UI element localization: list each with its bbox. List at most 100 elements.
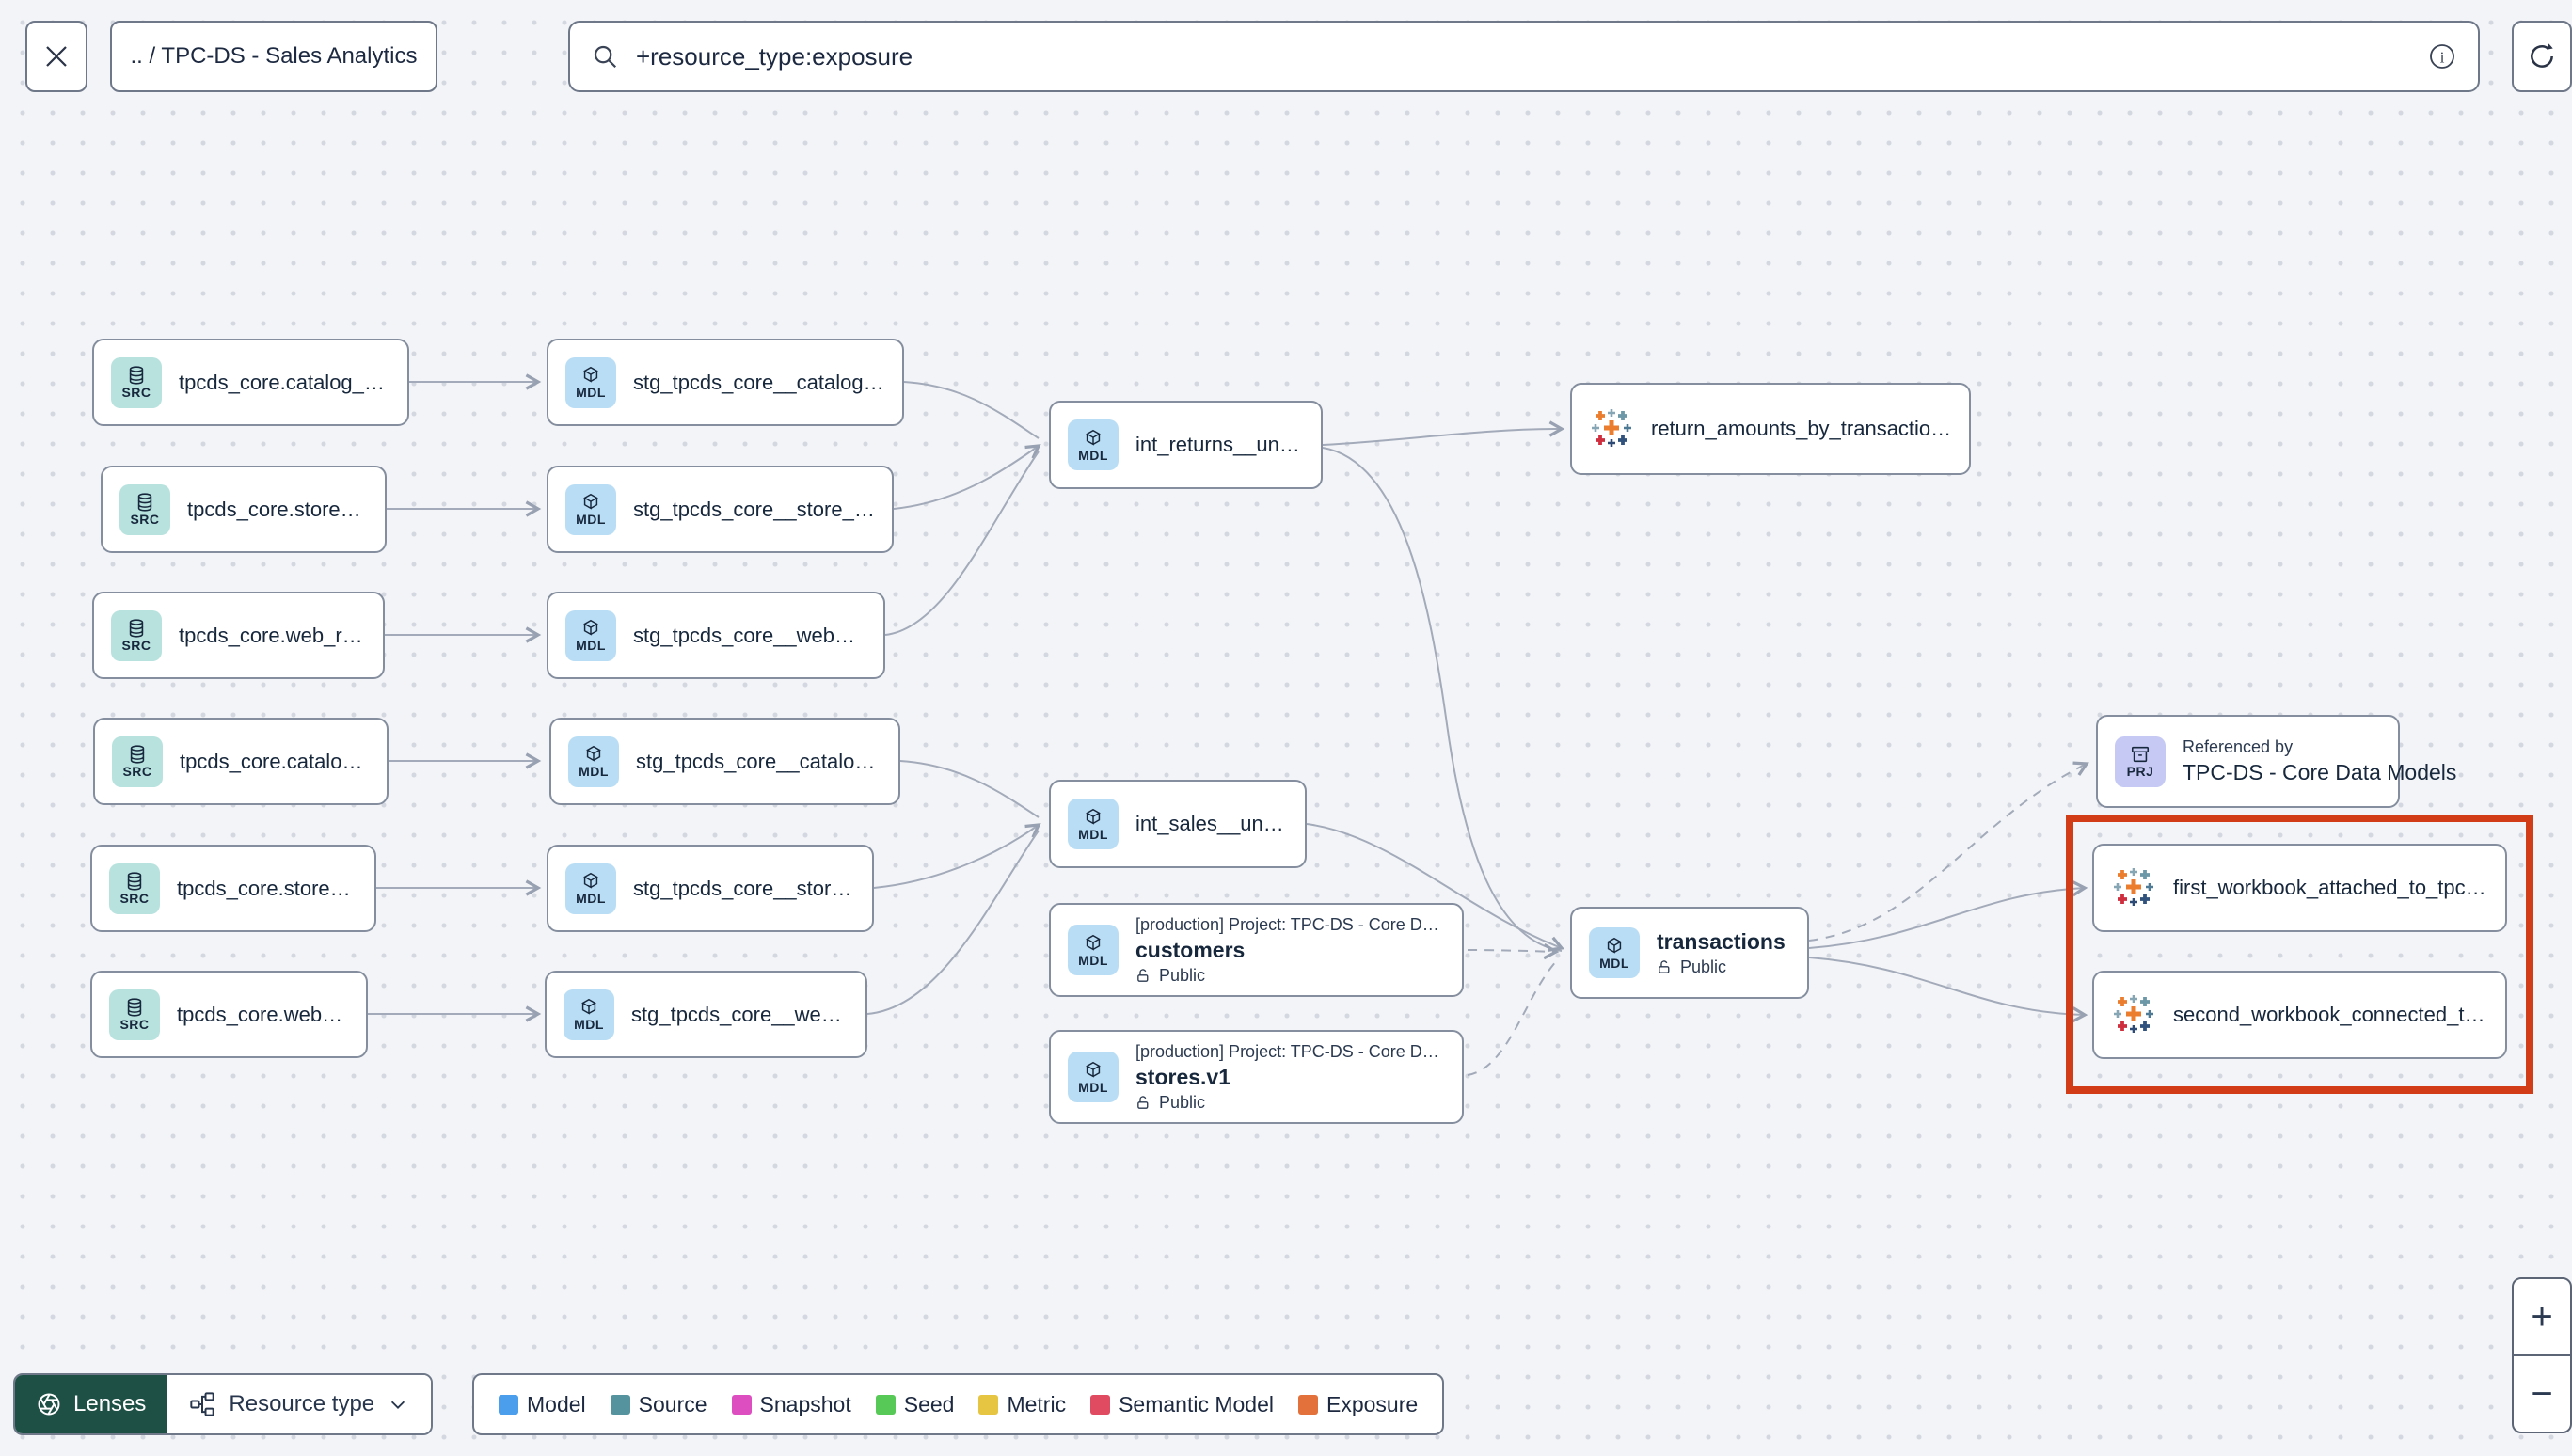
access-label: Public — [1680, 957, 1727, 976]
node-label: stores.v1 — [1135, 1064, 1231, 1089]
lenses-button[interactable]: Lenses — [15, 1375, 167, 1433]
referenced-by-label: Referenced by — [2183, 737, 2294, 756]
access-label: Public — [1159, 1092, 1206, 1112]
model-badge: MDL — [1068, 1052, 1119, 1102]
badge-label: MDL — [1078, 952, 1108, 968]
node-exposure-first-workbook[interactable]: first_workbook_attached_to_tpc-ds_-_… — [2092, 844, 2507, 932]
info-icon[interactable]: i — [2427, 41, 2457, 71]
model-badge: MDL — [565, 609, 616, 661]
legend-item-source: Source — [610, 1392, 707, 1417]
node-label: stg_tpcds_core__store_returns — [633, 497, 875, 521]
tableau-icon — [2111, 865, 2156, 910]
badge-label: SRC — [119, 1017, 150, 1032]
source-badge: SRC — [112, 736, 163, 787]
node-project-label: [production] Project: TPC-DS - Core Data… — [1135, 1041, 1445, 1061]
badge-label: MDL — [1599, 955, 1629, 971]
badge-label: SRC — [122, 764, 152, 779]
node-label: tpcds_core.web_returns — [179, 623, 366, 647]
node-stg-catalog-sales[interactable]: MDL stg_tpcds_core__catalog_sales — [549, 718, 900, 805]
access-row: Public — [1135, 966, 1445, 986]
node-stg-web-returns[interactable]: MDL stg_tpcds_core__web_returns — [547, 592, 885, 679]
node-stg-web-sales[interactable]: MDL stg_tpcds_core__web_sales — [545, 971, 867, 1058]
node-int-sales-unioned[interactable]: MDL int_sales__unioned — [1049, 780, 1307, 868]
model-badge: MDL — [564, 989, 614, 1040]
node-label: stg_tpcds_core__catalog_sales — [636, 749, 881, 773]
legend-label: Seed — [903, 1391, 955, 1416]
badge-label: MDL — [1078, 826, 1108, 842]
legend-item-metric: Metric — [978, 1392, 1066, 1417]
zoom-controls: + − — [2512, 1277, 2572, 1433]
legend-swatch — [875, 1394, 896, 1415]
model-badge: MDL — [1068, 419, 1119, 470]
node-stg-catalog-returns[interactable]: MDL stg_tpcds_core__catalog_returns — [547, 339, 904, 426]
breadcrumb-label: .. / TPC-DS - Sales Analytics — [130, 43, 418, 69]
unlock-icon — [1135, 968, 1151, 984]
node-label: stg_tpcds_core__web_sales — [631, 1002, 849, 1026]
badge-label: PRJ — [2126, 764, 2154, 779]
node-stores-v1[interactable]: MDL [production] Project: TPC-DS - Core … — [1049, 1030, 1464, 1124]
badge-label: MDL — [1078, 447, 1108, 463]
close-button[interactable] — [25, 21, 87, 92]
node-label: stg_tpcds_core__web_returns — [633, 623, 866, 647]
node-label: tpcds_core.store_returns — [187, 497, 368, 521]
zoom-in-button[interactable]: + — [2514, 1279, 2570, 1356]
tableau-icon — [2111, 992, 2156, 1037]
refresh-button[interactable] — [2512, 21, 2572, 92]
node-label: second_workbook_connected_to_live… — [2173, 1003, 2488, 1026]
node-source-web-sales[interactable]: SRC tpcds_core.web_sales — [90, 971, 368, 1058]
source-badge: SRC — [119, 483, 170, 535]
node-source-store-returns[interactable]: SRC tpcds_core.store_returns — [101, 466, 387, 553]
node-stg-store-sales[interactable]: MDL stg_tpcds_core__store_sales — [547, 845, 874, 932]
legend-swatch — [499, 1394, 518, 1415]
node-label: first_workbook_attached_to_tpc-ds_-_… — [2173, 876, 2488, 899]
breadcrumb[interactable]: .. / TPC-DS - Sales Analytics — [110, 21, 437, 92]
resource-type-legend: Model Source Snapshot Seed Metric Semant… — [472, 1373, 1445, 1435]
database-icon — [126, 365, 147, 386]
node-int-returns-unioned[interactable]: MDL int_returns__unioned — [1049, 401, 1323, 489]
archive-icon — [2130, 744, 2151, 765]
legend-item-snapshot: Snapshot — [731, 1392, 851, 1417]
source-badge: SRC — [111, 356, 162, 408]
node-source-catalog-sales[interactable]: SRC tpcds_core.catalog_sales — [93, 718, 389, 805]
cube-icon — [579, 997, 599, 1018]
node-referenced-by-project[interactable]: PRJ Referenced by TPC-DS - Core Data Mod… — [2096, 715, 2456, 808]
legend-swatch — [1090, 1394, 1111, 1415]
node-label: tpcds_core.web_sales — [177, 1002, 349, 1026]
search-input[interactable] — [634, 40, 2412, 72]
node-source-catalog-returns[interactable]: SRC tpcds_core.catalog_returns — [92, 339, 409, 426]
source-badge: SRC — [111, 609, 162, 661]
node-transactions[interactable]: MDL transactions Public — [1570, 907, 1809, 999]
node-exposure-return-amounts[interactable]: return_amounts_by_transaction_type — [1570, 383, 1971, 475]
cube-icon — [1083, 933, 1103, 954]
badge-label: SRC — [121, 638, 151, 653]
badge-label: MDL — [576, 512, 606, 527]
legend-swatch — [610, 1394, 630, 1415]
model-badge: MDL — [565, 483, 616, 535]
node-source-store-sales[interactable]: SRC tpcds_core.store_sales — [90, 845, 376, 932]
search-bar[interactable]: i — [568, 21, 2480, 92]
resource-type-icon — [189, 1391, 215, 1417]
node-label: customers — [1135, 937, 1246, 962]
database-icon — [127, 744, 148, 765]
node-customers[interactable]: MDL [production] Project: TPC-DS - Core … — [1049, 903, 1464, 997]
cube-icon — [1083, 428, 1103, 449]
access-row: Public — [1135, 1093, 1445, 1113]
node-source-web-returns[interactable]: SRC tpcds_core.web_returns — [92, 592, 385, 679]
badge-label: MDL — [579, 764, 609, 779]
chevron-down-icon — [388, 1394, 408, 1415]
database-icon — [124, 997, 145, 1018]
aperture-icon — [36, 1391, 62, 1417]
resource-type-selector[interactable]: Resource type — [167, 1375, 432, 1433]
unlock-icon — [1135, 1095, 1151, 1111]
model-badge: MDL — [1589, 927, 1640, 978]
node-exposure-second-workbook[interactable]: second_workbook_connected_to_live… — [2092, 971, 2507, 1059]
legend-label: Model — [527, 1391, 586, 1416]
model-badge: MDL — [1068, 799, 1119, 849]
close-icon — [42, 42, 71, 71]
node-stg-store-returns[interactable]: MDL stg_tpcds_core__store_returns — [547, 466, 894, 553]
node-label: return_amounts_by_transaction_type — [1651, 417, 1952, 440]
legend-swatch — [978, 1394, 999, 1415]
search-icon — [591, 42, 619, 71]
zoom-out-button[interactable]: − — [2531, 1372, 2553, 1415]
